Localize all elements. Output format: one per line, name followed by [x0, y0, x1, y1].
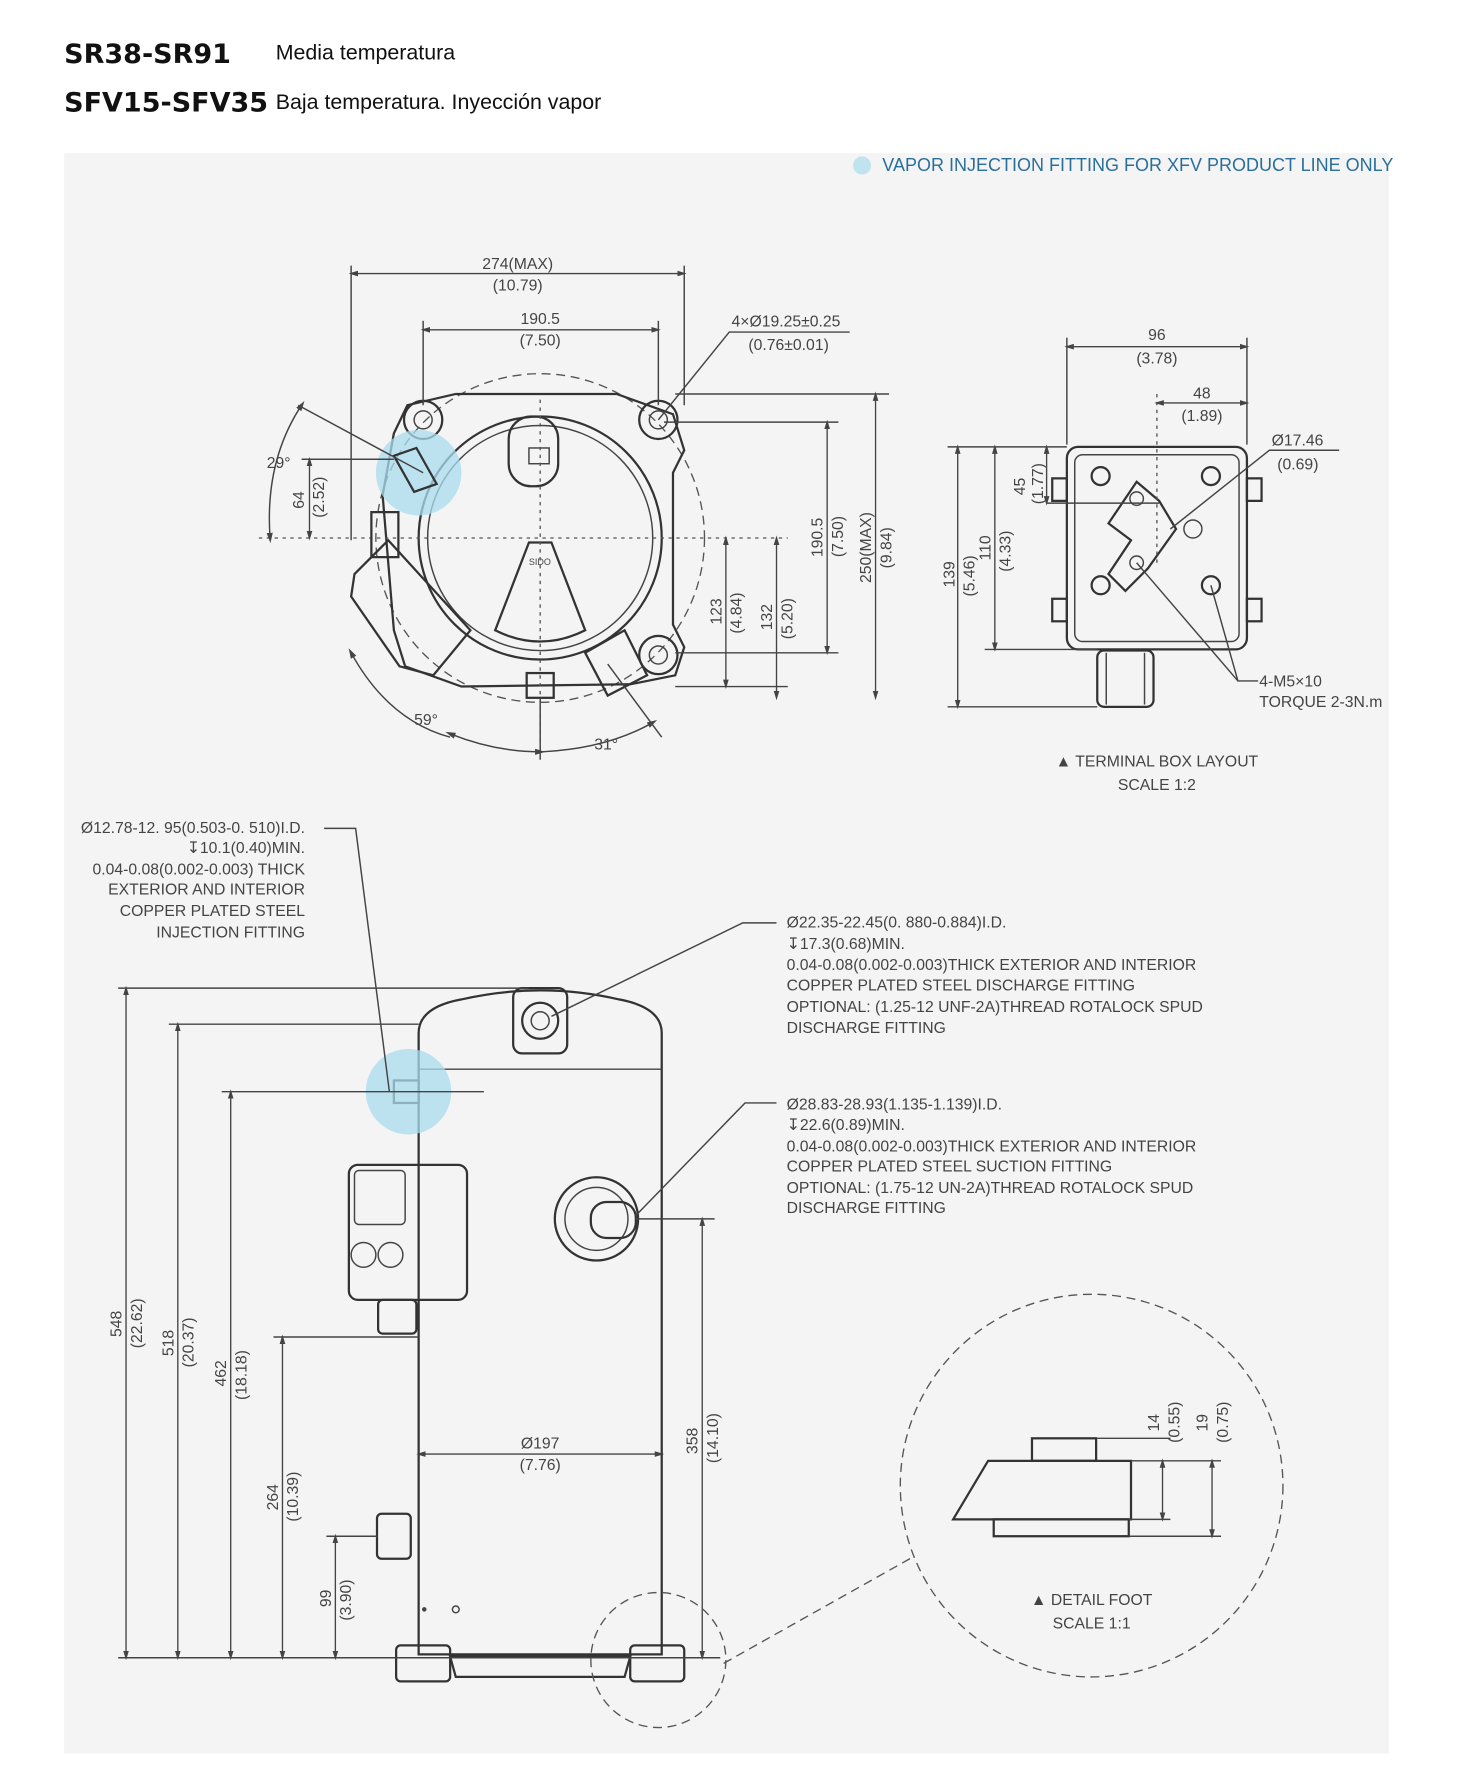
dim-548: 548 [109, 1311, 126, 1338]
screw-spec: 4-M5×10 [1259, 674, 1322, 691]
note-line: ↧17.3(0.68)MIN. [787, 936, 905, 953]
terminal-box-caption: ▲ TERMINAL BOX LAYOUT [1056, 753, 1259, 770]
dim-width-max-in: (10.79) [493, 277, 543, 294]
dim-holes: 4×Ø19.25±0.25 [732, 313, 841, 330]
note-line: OPTIONAL: (1.25-12 UNF-2A)THREAD ROTALOC… [787, 999, 1203, 1016]
dim-250: 250(MAX) [858, 512, 875, 583]
dim-123: 123 [708, 598, 725, 625]
dim-110-in: (4.33) [998, 531, 1015, 572]
dim-hole-spacing: 190.5 [520, 311, 560, 328]
dim-96-in: (3.78) [1136, 351, 1177, 368]
dim-hole-spacing-in: (7.50) [520, 333, 561, 350]
note-line: DISCHARGE FITTING [787, 1200, 946, 1217]
header: SR38-SR91 Media temperatura SFV15-SFV35 … [64, 39, 601, 118]
dim-264-in: (10.39) [285, 1472, 302, 1522]
dim-358-in: (14.10) [705, 1413, 722, 1463]
dim-358: 358 [685, 1428, 702, 1455]
dim-264: 264 [265, 1484, 282, 1511]
note-line: 0.04-0.08(0.002-0.003) THICK [93, 861, 306, 878]
note-line: Ø22.35-22.45(0. 880-0.884)I.D. [787, 914, 1007, 931]
note-line: OPTIONAL: (1.75-12 UN-2A)THREAD ROTALOCK… [787, 1180, 1194, 1197]
note-line: EXTERIOR AND INTERIOR [108, 882, 305, 899]
note-line: COPPER PLATED STEEL SUCTION FITTING [787, 1159, 1113, 1176]
detail-foot: 14 (0.55) 19 (0.75) ▲ DETAIL FOOT SCALE … [590, 1293, 1284, 1729]
note-line: INJECTION FITTING [156, 925, 305, 942]
note-line: COPPER PLATED STEEL [120, 903, 306, 920]
side-view: 548 (22.62) 518 (20.37) 462 (18.18) 264 … [81, 820, 1203, 1683]
dim-64-in: (2.52) [311, 477, 328, 518]
dim-diameter-in: (7.76) [520, 1457, 561, 1474]
dim-14-in: (0.55) [1166, 1402, 1183, 1443]
suction-note: Ø28.83-28.93(1.135-1.139)I.D. ↧22.6(0.89… [787, 1097, 1197, 1218]
note-line: 0.04-0.08(0.002-0.003)THICK EXTERIOR AND… [787, 1138, 1197, 1155]
drawing-panel [64, 153, 1389, 1754]
detail-foot-scale: SCALE 1:1 [1053, 1616, 1131, 1633]
dim-548-in: (22.62) [129, 1298, 146, 1348]
injection-note: Ø12.78-12. 95(0.503-0. 510)I.D. ↧10.1(0.… [81, 820, 306, 942]
dim-518-in: (20.37) [181, 1318, 198, 1368]
dim-190-in: (7.50) [830, 516, 847, 557]
dim-holes-in: (0.76±0.01) [748, 337, 828, 354]
dim-462-in: (18.18) [233, 1350, 250, 1400]
model-range-1: SR38-SR91 [64, 39, 231, 70]
dim-139: 139 [941, 561, 958, 588]
dim-139-in: (5.46) [962, 555, 979, 596]
top-view: SIDO 274(MAX) (10.79) 190.5 (7.50) 4×Ø19… [258, 256, 895, 760]
angle-59: 59° [414, 712, 438, 729]
model-range-2: SFV15-SFV35 [64, 87, 268, 118]
note-line: DISCHARGE FITTING [787, 1020, 946, 1037]
dim-diameter: Ø197 [521, 1435, 560, 1452]
description-2: Baja temperatura. Inyección vapor [276, 90, 602, 114]
legend-text: VAPOR INJECTION FITTING FOR XFV PRODUCT … [882, 155, 1393, 175]
note-line: ↧22.6(0.89)MIN. [787, 1117, 905, 1134]
dim-190: 190.5 [810, 517, 827, 557]
legend: VAPOR INJECTION FITTING FOR XFV PRODUCT … [853, 155, 1393, 175]
dim-99-in: (3.90) [338, 1579, 355, 1620]
dim-45-in: (1.77) [1030, 463, 1047, 504]
dim-19: 19 [1195, 1414, 1212, 1432]
note-line: Ø28.83-28.93(1.135-1.139)I.D. [787, 1097, 1002, 1114]
dim-99: 99 [318, 1589, 335, 1607]
dim-45: 45 [1012, 477, 1029, 495]
dim-48: 48 [1193, 385, 1211, 402]
angle-29: 29° [267, 455, 291, 472]
dim-64: 64 [291, 491, 308, 509]
dim-123-in: (4.84) [729, 593, 746, 634]
note-line: 0.04-0.08(0.002-0.003)THICK EXTERIOR AND… [787, 957, 1197, 974]
dim-110: 110 [977, 535, 994, 560]
vapor-injection-highlight [375, 429, 462, 516]
note-line: ↧10.1(0.40)MIN. [187, 840, 305, 857]
discharge-note: Ø22.35-22.45(0. 880-0.884)I.D. ↧17.3(0.6… [787, 914, 1203, 1037]
label-sido: SIDO [529, 557, 551, 567]
vapor-injection-marker-icon [853, 156, 872, 175]
angle-31: 31° [594, 737, 618, 754]
dim-462: 462 [213, 1360, 230, 1386]
note-line: Ø12.78-12. 95(0.503-0. 510)I.D. [81, 820, 305, 837]
dim-14: 14 [1146, 1414, 1163, 1432]
dim-width-max: 274(MAX) [482, 256, 553, 273]
dim-48-in: (1.89) [1181, 408, 1222, 425]
dim-19-in: (0.75) [1215, 1402, 1232, 1443]
terminal-box-view: 96 (3.78) 48 (1.89) Ø17.46 (0.69) 45 (1.… [941, 327, 1382, 794]
description-1: Media temperatura [276, 41, 456, 65]
torque-spec: TORQUE 2-3N.m [1259, 694, 1382, 711]
terminal-box-scale: SCALE 1:2 [1118, 777, 1196, 794]
dim-hole: Ø17.46 [1272, 433, 1324, 450]
dim-518: 518 [160, 1330, 177, 1357]
dim-hole-in: (0.69) [1277, 456, 1318, 473]
detail-foot-caption: ▲ DETAIL FOOT [1031, 1592, 1153, 1609]
dim-250-in: (9.84) [878, 527, 895, 568]
dim-132-in: (5.20) [779, 598, 796, 639]
dim-132: 132 [759, 604, 776, 630]
dim-96: 96 [1148, 327, 1166, 344]
note-line: COPPER PLATED STEEL DISCHARGE FITTING [787, 977, 1135, 994]
